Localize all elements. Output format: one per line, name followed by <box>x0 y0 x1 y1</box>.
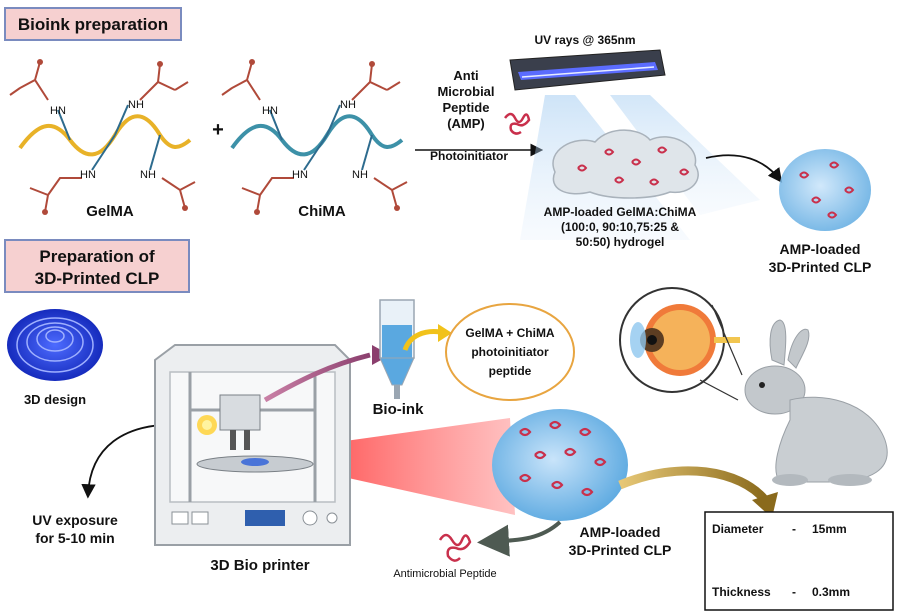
rabbit-illustration <box>744 319 888 486</box>
svg-text:NH: NH <box>352 169 368 181</box>
svg-text:HN: HN <box>80 169 96 181</box>
section-bioink-preparation: Bioink preparation <box>4 7 182 41</box>
photoinitiator-label: Photoinitiator <box>430 149 508 163</box>
clp-lens-top: AMP-loaded 3D-Printed CLP <box>769 149 872 275</box>
red-beam <box>245 418 515 515</box>
clp-top-label-line1: AMP-loaded <box>780 241 861 257</box>
section-title-prep-line2: 3D-Printed CLP <box>35 269 160 288</box>
svg-text:NH: NH <box>140 169 156 181</box>
uv-exposure-line2: for 5-10 min <box>35 530 114 546</box>
design-3d: 3D design <box>7 309 103 407</box>
svg-text:HN: HN <box>50 105 66 117</box>
section-title-prep-line1: Preparation of <box>39 247 155 266</box>
bioink-label: Bio-ink <box>373 401 424 418</box>
chima-molecule: HN NH HN NH ChiMA <box>221 59 408 220</box>
hydrogel-label-line3: 50:50) hydrogel <box>576 235 665 249</box>
diameter-value: 15mm <box>812 522 847 536</box>
design-label: 3D design <box>24 392 86 407</box>
svg-text:-: - <box>792 585 796 599</box>
diameter-label: Diameter <box>712 522 764 536</box>
svg-text:Peptide: Peptide <box>443 100 490 115</box>
plus-sign: + <box>212 119 224 141</box>
hydrogel-blob: AMP-loaded GelMA:ChiMA (100:0, 90:10,75:… <box>544 129 699 249</box>
peptide-icon <box>504 112 531 135</box>
to-bioink-arrow <box>263 352 371 403</box>
svg-text:Microbial: Microbial <box>437 84 494 99</box>
gelma-label: GelMA <box>86 203 134 220</box>
to-lens-arrow <box>705 154 783 183</box>
bioink-composition: GelMA + ChiMA photoinitiator peptide <box>445 303 575 401</box>
hydrogel-label-line1: AMP-loaded GelMA:ChiMA <box>544 205 697 219</box>
peptide-label: Antimicrobial Peptide <box>393 568 496 580</box>
clp-bottom-label-line1: AMP-loaded <box>580 524 661 540</box>
thickness-label: Thickness <box>712 585 771 599</box>
svg-text:NH: NH <box>128 99 144 111</box>
specs-box: Diameter - 15mm Thickness - 0.3mm <box>704 511 894 611</box>
section-printed-clp-preparation: Preparation of 3D-Printed CLP <box>4 239 190 293</box>
clp-top-label-line2: 3D-Printed CLP <box>769 259 872 275</box>
eye-illustration <box>619 287 743 401</box>
uv-exposure-line1: UV exposure <box>32 512 118 528</box>
bio-printer: 3D Bio printer <box>154 344 351 574</box>
to-peptide-arrow <box>477 520 562 557</box>
svg-text:photoinitiator: photoinitiator <box>471 345 549 359</box>
gelma-molecule: HN NH HN NH GelMA <box>9 59 196 220</box>
svg-text:HN: HN <box>262 105 278 117</box>
printer-label: 3D Bio printer <box>210 557 309 574</box>
amp-reagent: Anti Microbial Peptide (AMP) Photoinitia… <box>415 68 544 163</box>
hydrogel-label-line2: (100:0, 90:10,75:25 & <box>561 220 679 234</box>
chima-label: ChiMA <box>298 203 346 220</box>
svg-text:NH: NH <box>340 99 356 111</box>
peptide-icon-bottom <box>438 533 472 562</box>
uv-label: UV rays @ 365nm <box>534 33 635 47</box>
antimicrobial-peptide: Antimicrobial Peptide <box>393 533 497 580</box>
to-composition-arrow <box>402 329 441 351</box>
svg-text:(AMP): (AMP) <box>447 116 485 131</box>
clp-bottom-label-line2: 3D-Printed CLP <box>569 542 672 558</box>
clp-lens-bottom: AMP-loaded 3D-Printed CLP <box>492 409 671 558</box>
section-title-bioink: Bioink preparation <box>18 15 168 34</box>
svg-text:-: - <box>792 522 796 536</box>
svg-text:HN: HN <box>292 169 308 181</box>
svg-text:peptide: peptide <box>489 364 532 378</box>
svg-text:Anti: Anti <box>453 68 478 83</box>
thickness-value: 0.3mm <box>812 585 850 599</box>
to-specs-arrow <box>618 466 769 504</box>
bioink-syringe: Bio-ink <box>373 299 424 418</box>
svg-text:GelMA + ChiMA: GelMA + ChiMA <box>465 326 555 340</box>
